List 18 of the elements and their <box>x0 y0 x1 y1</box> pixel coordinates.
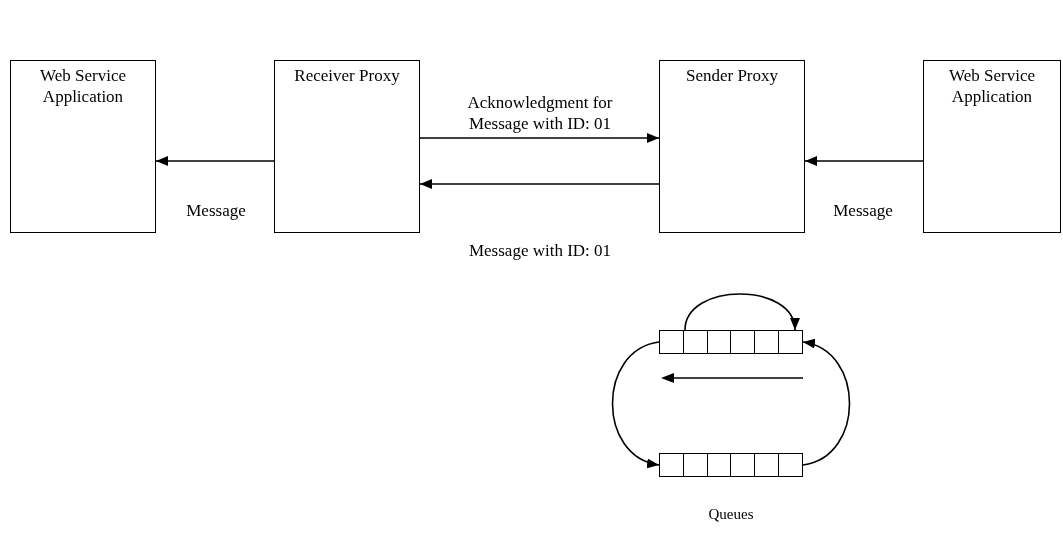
caption: Queues <box>707 505 755 524</box>
arrow <box>419 133 660 143</box>
arrow <box>419 179 660 189</box>
process-box <box>923 60 1061 233</box>
box-label: Web Service Application <box>39 65 127 107</box>
arrow <box>802 340 851 466</box>
box-label: Web Service Application <box>948 65 1036 107</box>
process-box <box>659 60 805 233</box>
process-box <box>274 60 420 233</box>
arrow <box>804 156 924 166</box>
queue-bar <box>659 330 803 354</box>
box-label: Receiver Proxy <box>293 65 401 86</box>
arrow <box>155 156 275 166</box>
arrow <box>684 293 798 331</box>
process-box <box>10 60 156 233</box>
arrow <box>611 341 660 467</box>
queue-bar <box>659 453 803 477</box>
box-label: Sender Proxy <box>684 65 780 86</box>
